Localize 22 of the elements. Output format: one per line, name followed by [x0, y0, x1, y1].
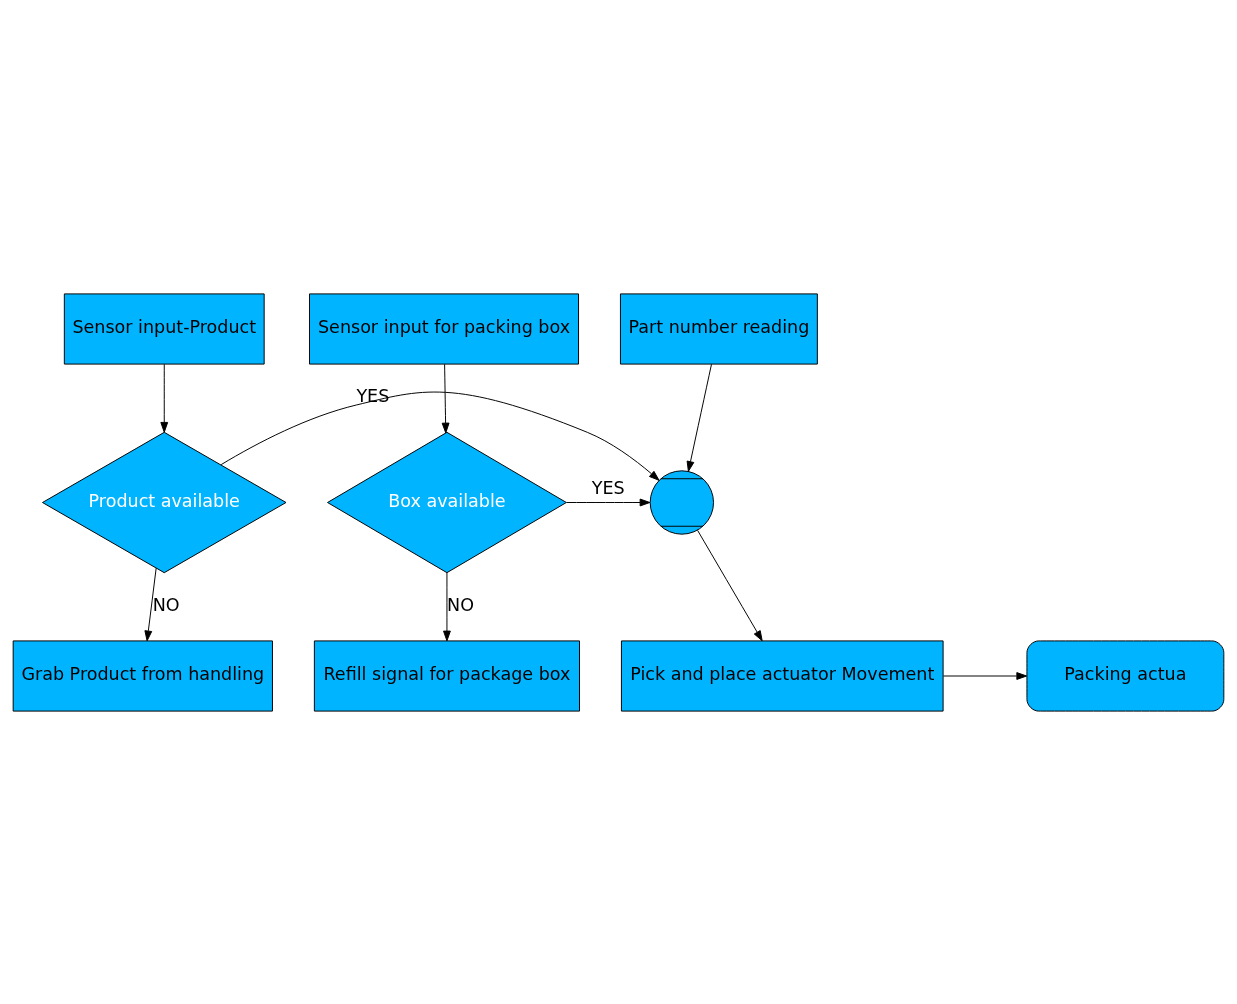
edge-label: NO — [152, 594, 180, 615]
node-box: Grab Product from handling — [12, 639, 273, 712]
arrow — [160, 363, 169, 433]
node-diamond: Box available — [327, 431, 567, 573]
arrow — [942, 671, 1028, 680]
arrow — [441, 363, 450, 433]
arrow — [566, 498, 651, 506]
edge-label: YES — [591, 477, 625, 498]
arrow — [686, 363, 712, 472]
node-box: Sensor input-Product — [63, 292, 265, 365]
edge-label: NO — [447, 594, 475, 615]
arrow — [697, 529, 763, 641]
node-diamond: Product available — [42, 431, 287, 573]
node-box: Sensor input for packing box — [309, 292, 579, 365]
arrow — [220, 391, 660, 481]
node-box: Packing actua — [1026, 639, 1225, 712]
arrow — [144, 567, 157, 641]
arrow — [443, 571, 451, 641]
node-box: Refill signal for package box — [313, 639, 580, 712]
edge-label: YES — [356, 385, 390, 406]
node-box: Part number reading — [619, 292, 818, 365]
node-box: Pick and place actuator Movement — [620, 639, 944, 712]
